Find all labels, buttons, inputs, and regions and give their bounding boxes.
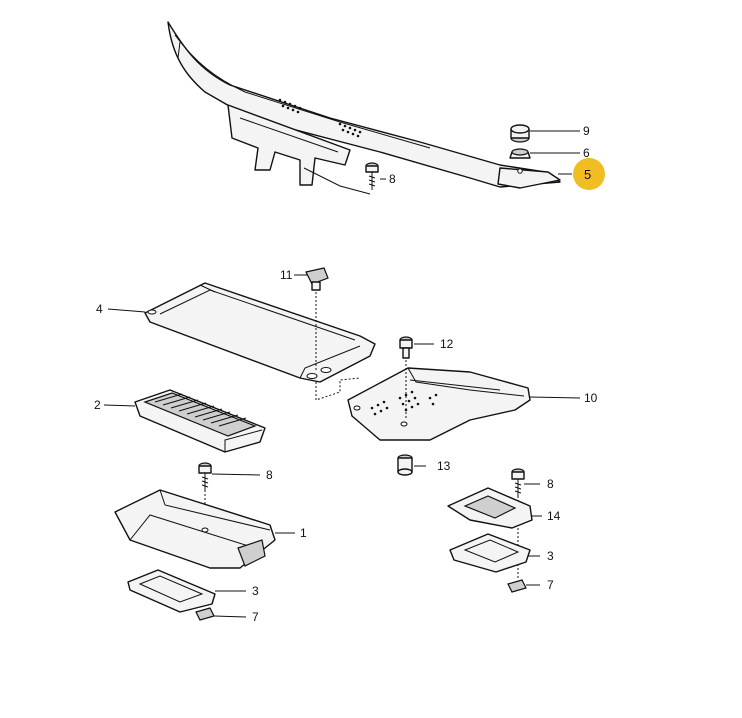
callout-13: 13 — [437, 459, 451, 473]
screw-part — [511, 468, 525, 498]
callout-8: 8 — [547, 477, 554, 491]
gasket-part — [449, 533, 531, 573]
screw-part — [198, 462, 212, 492]
bracket-plate-part — [447, 487, 533, 529]
clip-nut-part — [507, 579, 527, 593]
callout-11: 11 — [280, 268, 293, 282]
cap-nut-part — [510, 124, 530, 143]
leader-lines — [103, 130, 581, 618]
callout-labels: 9 6 5 8 11 4 12 10 2 13 8 1 3 7 8 14 3 7 — [94, 124, 598, 624]
bolt-part — [399, 336, 413, 359]
gasket-part — [127, 569, 216, 613]
callout-4: 4 — [96, 302, 103, 316]
callout-9: 9 — [583, 124, 590, 138]
cover-plate-part — [144, 282, 376, 383]
callout-10: 10 — [584, 391, 598, 405]
plug-part — [397, 454, 413, 476]
tray-panel-part — [347, 367, 531, 441]
highlight-circle — [573, 158, 605, 190]
callout-14: 14 — [547, 509, 561, 523]
callout-3: 3 — [252, 584, 259, 598]
screw-part — [365, 162, 379, 190]
callout-12: 12 — [440, 337, 454, 351]
callout-7: 7 — [547, 578, 554, 592]
cowl-panel-part — [167, 21, 561, 195]
clip-nut-part — [195, 607, 215, 621]
callout-2: 2 — [94, 398, 101, 412]
filter-element-part — [134, 389, 266, 453]
hex-nut-part — [509, 148, 531, 159]
housing-part — [114, 489, 276, 569]
callout-6: 6 — [583, 146, 590, 160]
callout-1: 1 — [300, 526, 307, 540]
callout-8: 8 — [266, 468, 273, 482]
callout-8: 8 — [389, 172, 396, 186]
callout-5[interactable]: 5 — [584, 167, 591, 182]
callout-7: 7 — [252, 610, 259, 624]
clip-part — [305, 267, 329, 291]
callout-3: 3 — [547, 549, 554, 563]
